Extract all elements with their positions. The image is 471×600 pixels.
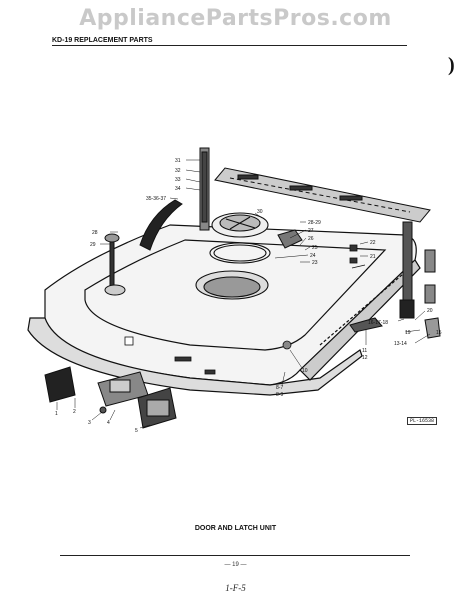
callout-19: 19 (405, 330, 411, 336)
callout-8-7: 8-7 (276, 385, 283, 391)
callout-27: 27 (308, 228, 314, 234)
callout-4: 4 (107, 420, 110, 426)
callout-26: 26 (308, 236, 314, 242)
callout-3: 3 (88, 420, 91, 426)
callout-29: 29 (90, 242, 96, 248)
handwritten-note: 1-F-5 (225, 583, 246, 593)
callout-2: 2 (73, 409, 76, 415)
callout-23: 23 (312, 260, 318, 266)
callout-35-37: 35-36-37 (146, 196, 166, 202)
diagram-caption: DOOR AND LATCH UNIT (194, 525, 277, 532)
small-parts-right (349, 244, 366, 269)
callout-16-18: 16-17-18 (368, 320, 388, 326)
callout-8-9: 8-9 (276, 392, 283, 398)
right-hinge-arm (399, 221, 436, 319)
clip-part (277, 229, 303, 249)
door-panel (27, 224, 421, 396)
callout-13-14: 13-14 (394, 341, 407, 347)
callout-21: 21 (370, 254, 376, 260)
page-number: — 19 — (224, 562, 247, 568)
callout-1: 1 (55, 411, 58, 417)
callout-28-29: 28-29 (308, 220, 321, 226)
callout-30: 30 (257, 209, 263, 215)
callout-28: 28 (92, 230, 98, 236)
callout-15: 15 (436, 330, 442, 336)
header-rule (52, 45, 407, 46)
watermark: AppliancePartsPros.com (79, 6, 392, 31)
callout-12: 12 (362, 355, 368, 361)
left-hinge-arm (139, 199, 183, 251)
callout-10: 10 (302, 368, 308, 374)
vertical-bracket (199, 147, 210, 231)
callout-34: 34 (175, 186, 181, 192)
callout-22: 22 (370, 240, 376, 246)
footer-rule (60, 555, 410, 556)
callout-25: 25 (312, 245, 318, 251)
page-header: KD-19 REPLACEMENT PARTS (52, 37, 153, 44)
leader-lines (56, 159, 431, 429)
latch-assembly (44, 366, 177, 429)
strike-parts (349, 317, 441, 339)
callout-33: 33 (175, 177, 181, 183)
callout-32: 32 (175, 168, 181, 174)
front-panel-details (124, 336, 292, 375)
callout-20: 20 (427, 308, 433, 314)
margin-bracket: ) (448, 54, 455, 76)
callout-11: 11 (362, 348, 367, 354)
left-knob (104, 233, 126, 296)
drain-opening (195, 270, 269, 300)
callout-5: 5 (135, 428, 138, 434)
rotor-parts (209, 212, 271, 264)
upper-rail (214, 167, 431, 223)
callout-31: 31 (175, 158, 181, 164)
callout-24: 24 (310, 253, 316, 259)
callout-labels: 31 32 33 34 35-36-37 30 28 29 28-29 27 2… (55, 158, 442, 434)
reference-code: PL-16538 (407, 417, 438, 425)
